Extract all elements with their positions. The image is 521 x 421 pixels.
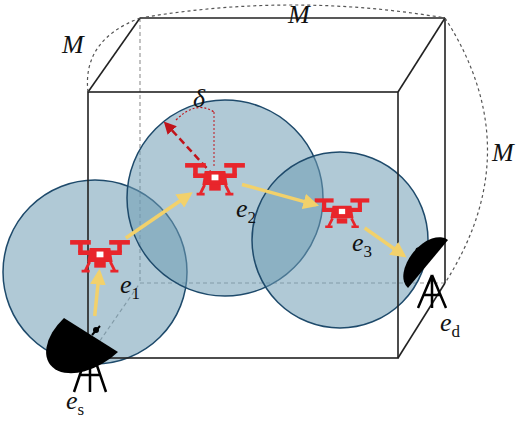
link-arrow (95, 272, 100, 316)
dimension-label: M (62, 32, 84, 58)
node-label: es (66, 388, 84, 418)
node-label: e2 (236, 196, 256, 226)
ground-station: ed (404, 238, 456, 310)
dimension-label: M (288, 2, 310, 28)
dimension-label: M (492, 140, 514, 166)
uav-node: e3 (316, 196, 368, 228)
node-label: ed (440, 310, 460, 340)
uav-node: e1 (74, 238, 128, 272)
ground-station: es (64, 316, 118, 388)
uav-node: e2 (188, 160, 242, 194)
angle-label: δ (193, 86, 205, 112)
node-label: e3 (352, 230, 372, 260)
link-arrow (242, 184, 316, 204)
link-arrow (126, 194, 190, 238)
node-label: e1 (120, 272, 140, 302)
